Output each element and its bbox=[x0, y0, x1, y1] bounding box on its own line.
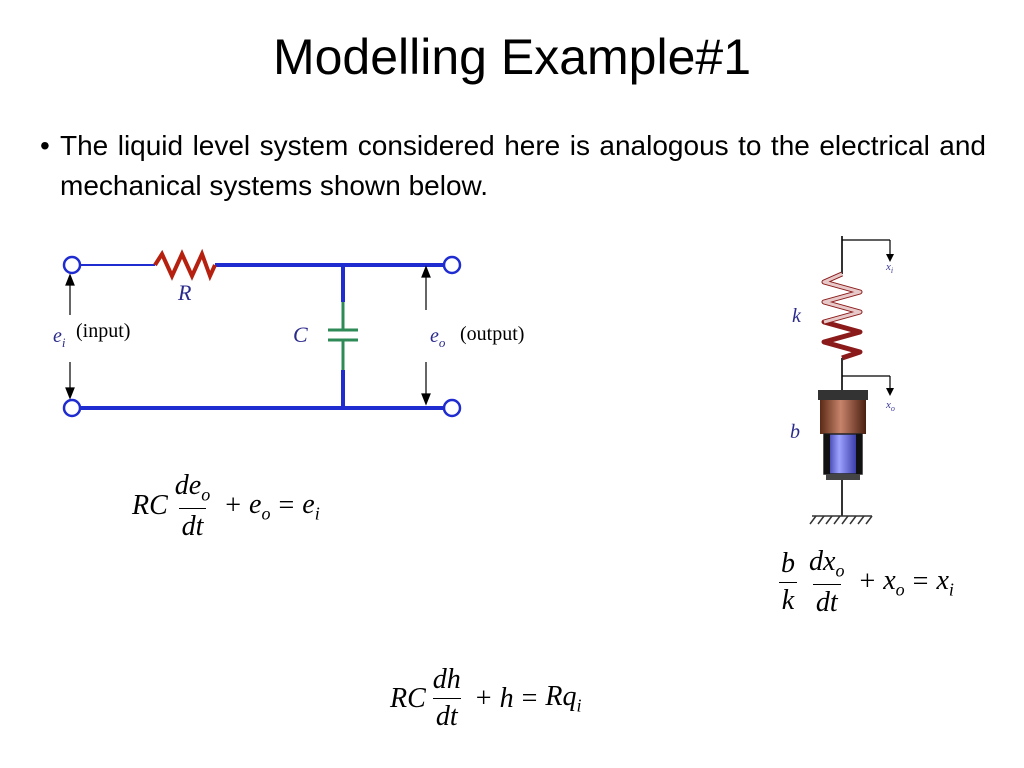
input-label: (input) bbox=[76, 320, 130, 342]
eq1-rhs: e bbox=[302, 488, 315, 520]
mechanical-equation: b k dxo dt + xo = xi bbox=[774, 546, 954, 619]
xi-subscript: i bbox=[891, 266, 893, 275]
xo-symbol: x bbox=[885, 399, 891, 411]
resistor-label: R bbox=[177, 280, 192, 305]
eq3-rhs: Rq bbox=[545, 680, 577, 712]
svg-text:xi: xi bbox=[885, 261, 893, 275]
input-symbol: e bbox=[53, 325, 62, 347]
input-subscript: i bbox=[62, 335, 66, 350]
damper-symbol bbox=[818, 390, 868, 480]
resistor-symbol bbox=[153, 248, 217, 282]
damper-label: b bbox=[790, 421, 800, 443]
eq2-plus: + bbox=[859, 566, 876, 598]
input-terminal-bottom bbox=[62, 398, 82, 418]
eq2-rhs-sub: i bbox=[948, 579, 954, 600]
eq1-coef: RC bbox=[132, 490, 168, 522]
liquid-level-equation: RC dh dt + h = Rqi bbox=[390, 664, 582, 733]
eq2-coef-num: b bbox=[781, 547, 795, 579]
eq2-term-sub: o bbox=[895, 579, 905, 600]
eq3-coef: RC bbox=[390, 682, 426, 714]
eq1-term: e bbox=[249, 488, 262, 520]
eq2-coef-fraction: b k bbox=[778, 548, 798, 617]
eq2-equals: = bbox=[912, 566, 929, 598]
eq1-term-sub: o bbox=[261, 503, 271, 524]
svg-text:ei: ei bbox=[53, 325, 66, 350]
eq2-coef-den: k bbox=[778, 581, 798, 617]
output-subscript: o bbox=[439, 335, 446, 350]
eq2-num: dx bbox=[809, 546, 836, 577]
ground-symbol bbox=[809, 515, 873, 525]
bullet-text: The liquid level system considered here … bbox=[60, 130, 986, 201]
output-terminal-bottom bbox=[442, 398, 462, 418]
eq2-den: dt bbox=[812, 583, 841, 619]
eq1-equals: = bbox=[278, 490, 295, 522]
spring-label: k bbox=[792, 305, 802, 327]
rc-circuit-diagram: R C ei (input) eo (output) bbox=[53, 248, 524, 418]
bullet-point: • The liquid level system considered her… bbox=[40, 126, 986, 206]
eq1-num: de bbox=[174, 470, 202, 501]
output-label: (output) bbox=[460, 323, 524, 345]
eq2-term: x bbox=[883, 564, 896, 596]
output-terminal-top bbox=[442, 255, 462, 275]
xo-subscript: o bbox=[891, 404, 895, 413]
capacitor-symbol bbox=[328, 302, 358, 370]
eq3-den: dt bbox=[432, 698, 461, 733]
eq3-term: h bbox=[499, 682, 514, 714]
eq1-fraction: deo dt bbox=[172, 470, 213, 543]
input-terminal-top bbox=[62, 255, 82, 275]
eq3-fraction: dh dt bbox=[430, 664, 464, 733]
xi-symbol: x bbox=[885, 261, 891, 273]
slide-title: Modelling Example#1 bbox=[272, 29, 752, 85]
eq3-rhs-sub: i bbox=[576, 695, 582, 716]
eq3-num: dh bbox=[432, 664, 461, 695]
spring-damper-diagram: k b xi xo bbox=[790, 236, 895, 525]
svg-text:eo: eo bbox=[430, 325, 446, 350]
bullet-dot: • bbox=[40, 130, 50, 161]
eq1-rhs-sub: i bbox=[314, 503, 320, 524]
electrical-equation: RC deo dt + eo = ei bbox=[132, 470, 320, 543]
eq1-num-sub: o bbox=[201, 484, 211, 505]
svg-text:xo: xo bbox=[885, 399, 895, 413]
output-symbol: e bbox=[430, 325, 439, 347]
eq2-rhs: x bbox=[936, 564, 949, 596]
eq1-plus: + bbox=[225, 490, 242, 522]
eq2-num-sub: o bbox=[835, 560, 845, 581]
eq3-plus: + bbox=[475, 682, 492, 714]
eq3-equals: = bbox=[521, 682, 538, 714]
eq2-fraction: dxo dt bbox=[806, 546, 847, 619]
eq1-den: dt bbox=[178, 507, 207, 543]
capacitor-label: C bbox=[293, 322, 308, 347]
